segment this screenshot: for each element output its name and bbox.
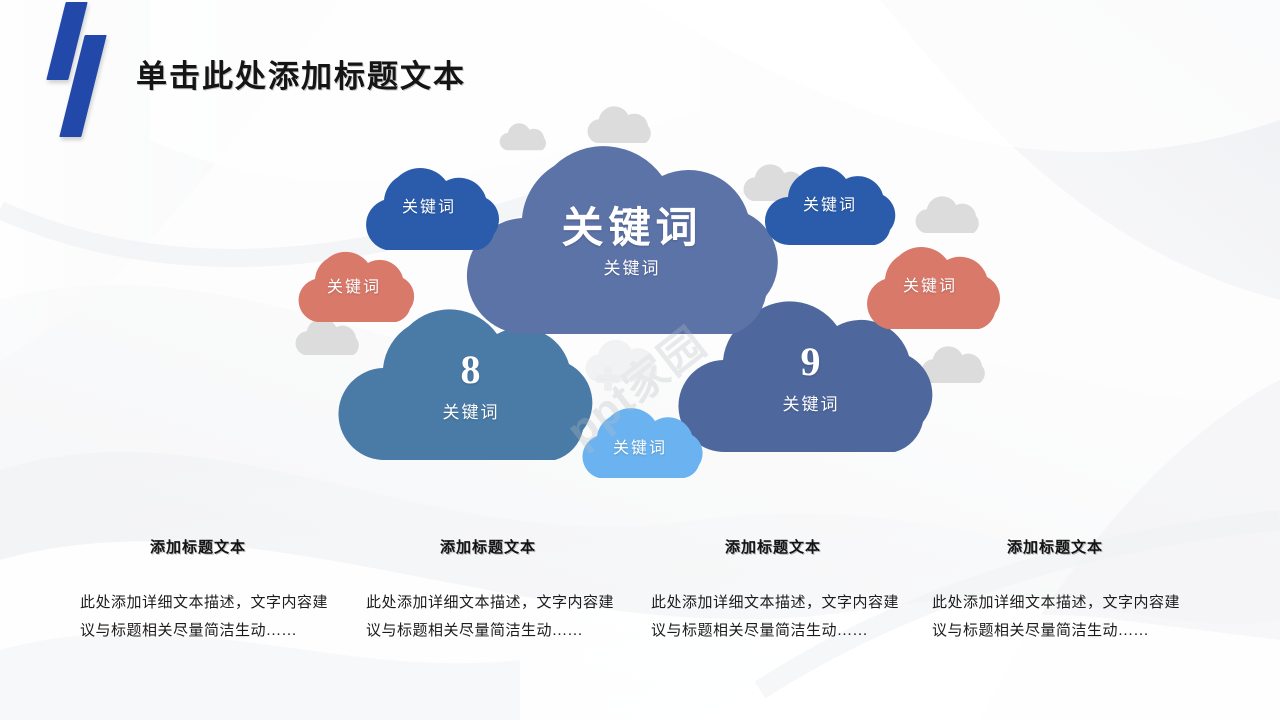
page-title: 单击此处添加标题文本 [136, 59, 466, 94]
cloud-right-salmon-label: 关键词 [902, 278, 957, 295]
text-column-4: 添加标题文本 此处添加详细文本描述，文字内容建议与标题相关尽量简洁生动…… [932, 536, 1182, 645]
column-body: 此处添加详细文本描述，文字内容建议与标题相关尽量简洁生动…… [651, 595, 900, 639]
brand-slash-logo [34, 2, 144, 152]
column-body: 此处添加详细文本描述，文字内容建议与标题相关尽量简洁生动…… [932, 595, 1181, 639]
text-column-3: 添加标题文本 此处添加详细文本描述，文字内容建议与标题相关尽量简洁生动…… [651, 536, 901, 645]
cloud-number-value: 8 [460, 347, 482, 392]
cloud-number-9[interactable]: 9 关键词 [678, 300, 942, 453]
cloud-number-8[interactable]: 8 关键词 [338, 308, 602, 461]
cloud-number-label: 关键词 [782, 395, 840, 414]
cloud-bottom-lightblue-label: 关键词 [612, 440, 667, 457]
column-heading: 添加标题文本 [439, 540, 536, 556]
column-heading: 添加标题文本 [724, 540, 821, 556]
column-body: 此处添加详细文本描述，文字内容建议与标题相关尽量简洁生动…… [366, 595, 615, 639]
cloud-left-salmon[interactable]: 关键词 [296, 250, 415, 322]
text-column-2: 添加标题文本 此处添加详细文本描述，文字内容建议与标题相关尽量简洁生动…… [366, 536, 616, 645]
cloud-center-sub-label: 关键词 [603, 259, 661, 278]
cloud-center[interactable]: 关键词 关键词 [466, 138, 788, 335]
bottom-text-row: 添加标题文本 此处添加详细文本描述，文字内容建议与标题相关尽量简洁生动…… 添加… [0, 536, 1280, 706]
column-body: 此处添加详细文本描述，文字内容建议与标题相关尽量简洁生动…… [80, 595, 329, 639]
column-heading: 添加标题文本 [149, 540, 246, 556]
cloud-center-main-label: 关键词 [561, 206, 703, 252]
text-column-1: 添加标题文本 此处添加详细文本描述，文字内容建议与标题相关尽量简洁生动…… [80, 536, 330, 645]
cloud-number-value: 9 [800, 339, 822, 384]
cloud-right-blue[interactable]: 关键词 [764, 165, 896, 246]
cloud-right-blue-label: 关键词 [802, 197, 857, 214]
column-heading: 添加标题文本 [1006, 540, 1103, 556]
cloud-left-blue[interactable]: 关键词 [362, 166, 500, 250]
cloud-left-salmon-label: 关键词 [326, 279, 381, 296]
cloud-number-label: 关键词 [442, 403, 500, 422]
cloud-right-salmon[interactable]: 关键词 [863, 245, 1001, 329]
cloud-left-blue-label: 关键词 [401, 199, 456, 216]
cloud-bottom-lightblue[interactable]: 关键词 [576, 408, 704, 478]
